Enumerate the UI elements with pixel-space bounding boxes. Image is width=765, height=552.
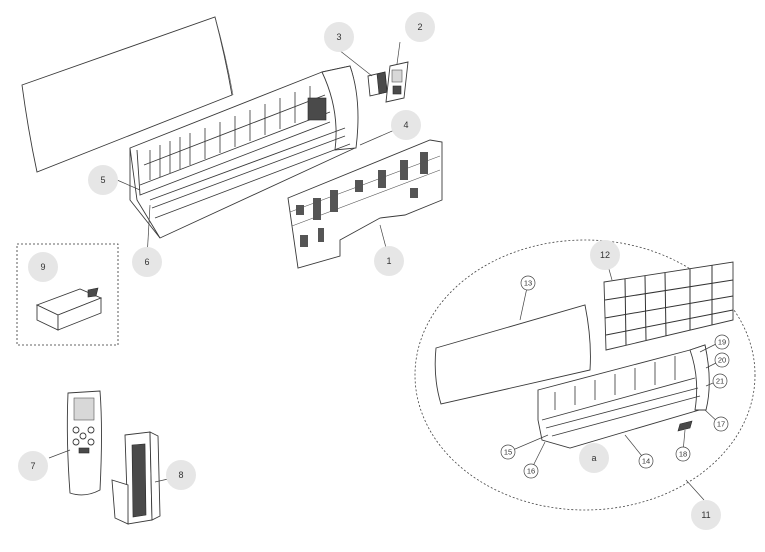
svg-text:5: 5 [100,175,105,185]
svg-text:12: 12 [600,250,610,260]
air-filter-part [603,261,734,351]
callout-a: a [579,443,609,473]
callout-1: 1 [374,246,404,276]
svg-text:13: 13 [524,279,532,288]
callout-20: 20 [714,352,730,368]
svg-text:3: 3 [336,32,341,42]
callout-17: 17 [713,416,729,432]
svg-text:2: 2 [417,22,422,32]
callout-8: 8 [166,460,196,490]
svg-text:14: 14 [642,457,650,466]
callout-21: 21 [712,373,728,389]
control-board-cover-part [367,71,388,97]
svg-text:19: 19 [718,338,726,347]
svg-text:20: 20 [718,356,726,365]
svg-text:9: 9 [40,262,45,272]
svg-text:15: 15 [504,448,512,457]
callout-11: 11 [691,500,721,530]
mounting-plate-part [287,139,443,269]
callout-2: 2 [405,12,435,42]
front-panel-small-part [434,304,591,405]
svg-text:16: 16 [527,467,535,476]
svg-text:a: a [591,453,596,463]
remote-control-part [66,390,102,496]
callout-16: 16 [523,463,539,479]
callout-19: 19 [714,334,730,350]
svg-text:4: 4 [403,120,408,130]
callout-12: 12 [590,240,620,270]
svg-text:11: 11 [701,510,710,520]
callout-3: 3 [324,22,354,52]
callout-7: 7 [18,451,48,481]
front-panel-part [21,16,234,173]
svg-text:21: 21 [716,377,724,386]
svg-text:6: 6 [144,257,149,267]
assembly-11-outline [414,239,756,511]
part-9-detail-box [16,243,119,346]
callout-13: 13 [520,275,536,291]
remote-holder-part [111,431,161,525]
callout-14: 14 [638,453,654,469]
display-board-part [385,61,409,103]
callout-6: 6 [132,247,162,277]
callout-15: 15 [500,444,516,460]
svg-text:18: 18 [679,450,687,459]
svg-text:7: 7 [30,461,35,471]
callout-18: 18 [675,446,691,462]
svg-text:8: 8 [178,470,183,480]
callout-4: 4 [391,110,421,140]
callout-9: 9 [28,252,58,282]
svg-text:17: 17 [717,420,725,429]
callout-5: 5 [88,165,118,195]
indoor-unit-chassis-small-part [537,344,710,449]
indoor-unit-chassis-part [129,65,359,239]
svg-text:1: 1 [386,256,391,266]
